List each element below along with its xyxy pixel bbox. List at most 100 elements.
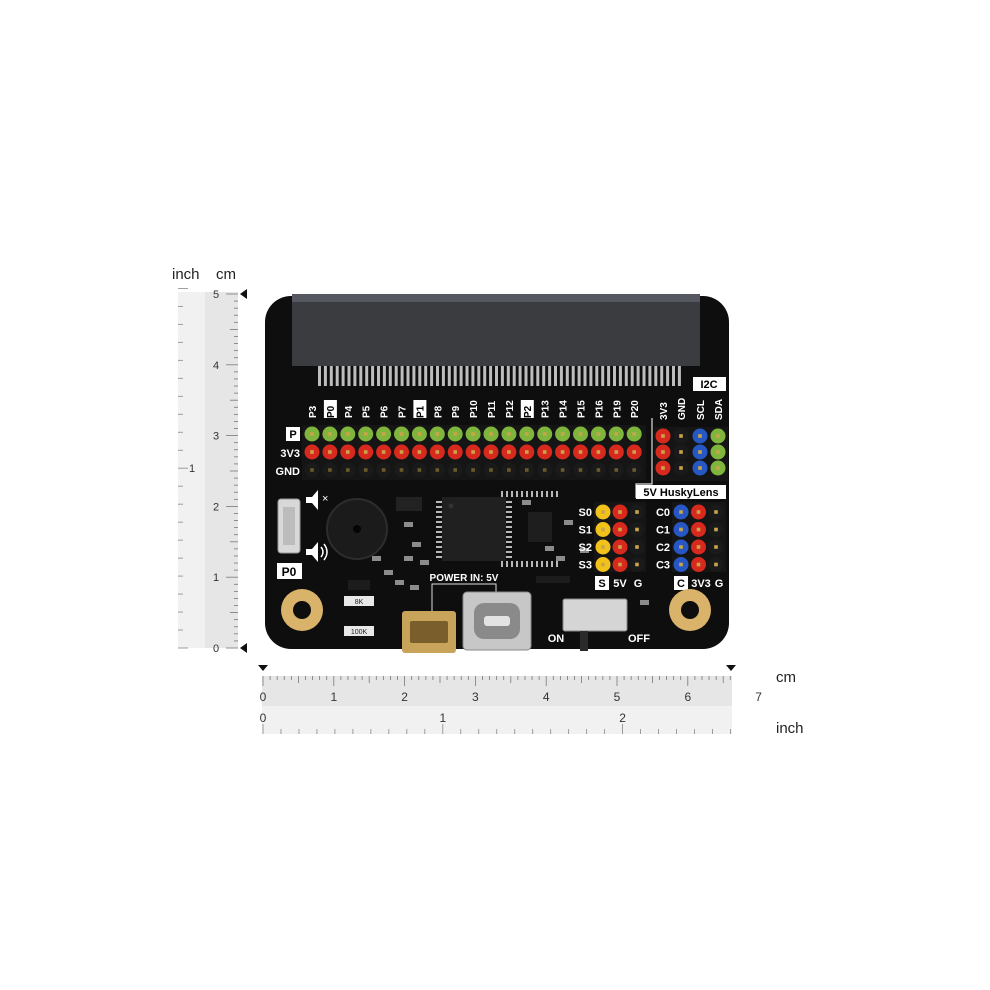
header-pin-tip [471, 432, 475, 436]
chip-leg [531, 561, 533, 567]
chip-leg [526, 561, 528, 567]
connector-pin [341, 366, 345, 386]
c-pin-tip [696, 562, 701, 567]
connector-pin [618, 366, 622, 386]
pin-label-p15: P15 [577, 400, 588, 418]
header-pin-tip [578, 432, 583, 436]
connector-pin [382, 366, 386, 386]
header-pin-tip [632, 432, 636, 436]
left-ruler-inch-unit: inch [172, 266, 200, 283]
sound-waves-icon [320, 543, 328, 561]
connector-pin [359, 366, 363, 386]
buzzer-switch-slider [283, 507, 295, 545]
chip-leg [436, 511, 442, 513]
connector-pin [677, 366, 681, 386]
connector-pin [583, 366, 587, 386]
header-pin-tip [471, 468, 475, 472]
chip-leg [501, 561, 503, 567]
chip-leg [521, 561, 523, 567]
micro-usb-opening [410, 621, 448, 643]
connector-pin [483, 366, 487, 386]
smd-component [412, 542, 421, 547]
header-pin-tip [435, 450, 440, 454]
chip-leg [506, 541, 512, 543]
connector-pin [335, 366, 339, 386]
chip-leg [436, 506, 442, 508]
edge-connector-pins [318, 366, 681, 386]
header-pin-tip [399, 468, 404, 472]
c-pin-tip [679, 545, 683, 549]
bottom-cm-strip [262, 676, 732, 706]
connector-pin [477, 366, 481, 386]
i2c-label-3v3: 3V3 [659, 402, 670, 420]
crystal [536, 576, 570, 583]
smd-component [410, 585, 419, 590]
pin-label-box [520, 400, 534, 418]
power-switch[interactable] [562, 598, 628, 632]
servo-pin-tip [635, 562, 639, 567]
header-pin-tip [560, 432, 565, 436]
chip-leg [521, 491, 523, 497]
left-cm-tick-label: 0 [213, 643, 219, 655]
row-label-3v3: 3V3 [280, 448, 300, 460]
connector-pin [536, 366, 540, 386]
chip-leg [551, 491, 553, 497]
i2c-label-sda: SDA [714, 399, 725, 420]
row-label-box-p [286, 427, 300, 441]
connector-pin [377, 366, 380, 386]
chip-leg [531, 491, 533, 497]
c-pin-tip [714, 510, 718, 514]
chip-leg [506, 516, 512, 518]
servo-label-s3: S3 [579, 560, 592, 572]
servo-footer-g: G [634, 578, 643, 590]
pin-label-p13: P13 [541, 400, 552, 418]
connector-pin [371, 366, 375, 386]
pin-label-p11: P11 [487, 400, 498, 418]
connector-pin [660, 366, 664, 386]
chip-leg [436, 501, 442, 503]
pin-label-p9: P9 [451, 405, 462, 418]
chip-leg [436, 551, 442, 553]
header-pin-tip [525, 450, 529, 454]
header-pin-tip [560, 450, 565, 454]
connector-pin [607, 366, 611, 386]
connector-pin [518, 366, 522, 386]
chip-leg [506, 531, 512, 533]
chip-leg [436, 541, 442, 543]
chip-leg [516, 491, 518, 497]
header-pin-tip [346, 468, 350, 472]
chip-leg [501, 491, 503, 497]
header-pin-tip [471, 450, 475, 454]
i2c-title: I2C [700, 379, 717, 391]
chip-leg [506, 501, 512, 503]
c-label-c0: C0 [656, 507, 670, 519]
header-pin-tip [363, 468, 368, 472]
chip-leg [541, 491, 543, 497]
smd-component [384, 570, 393, 575]
connector-pin [318, 366, 321, 386]
i2c-pin-tip [679, 466, 683, 470]
connector-pin [418, 366, 422, 386]
connector-pin [548, 366, 552, 386]
header-pin-tip [310, 432, 314, 436]
smd-component [372, 556, 381, 561]
chip-leg [506, 546, 512, 548]
bottom-ruler-right-marker [726, 665, 736, 671]
usb-c-tongue [484, 616, 510, 626]
left-ruler-cm-unit: cm [216, 266, 236, 283]
header-pin-tip [346, 432, 350, 436]
row-label-gnd: GND [276, 466, 301, 478]
pin-label-box [323, 400, 337, 418]
power-switch-lever[interactable] [580, 631, 588, 651]
smd-component [556, 556, 565, 561]
chip-leg [436, 526, 442, 528]
connector-pin [459, 366, 463, 386]
c-pin-tip [679, 527, 683, 532]
connector-pin [672, 366, 675, 386]
chip-leg [546, 561, 548, 567]
